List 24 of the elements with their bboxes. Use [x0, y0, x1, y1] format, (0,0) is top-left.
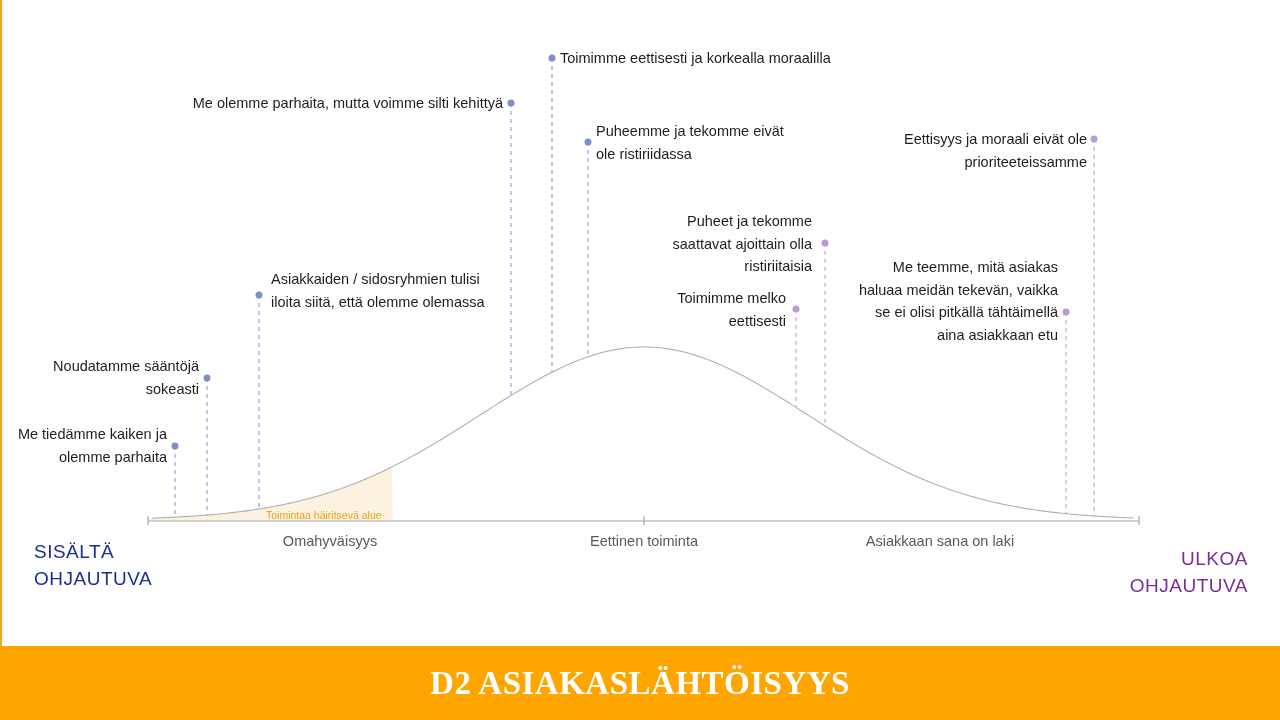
zone-label: Toimintaa häiritsevä alue — [266, 509, 382, 521]
axis-label: Eettinen toiminta — [590, 533, 698, 549]
statement-text: Puheet ja tekomme saattavat ajoittain olla ristiriitaisia — [642, 210, 812, 278]
leader-line — [203, 374, 211, 516]
scale-end-label: SISÄLTÄ OHJAUTUVA — [34, 540, 154, 591]
statement-text: Toimimme melko eettisesti — [636, 287, 786, 332]
leader-line — [792, 305, 800, 408]
statement-text: Toimimme eettisesti ja korkealla moraalilla — [560, 47, 900, 70]
statement-text: Me teemme, mitä asiakas haluaa meidän tekevän, vaikka se ei olisi pitkällä tähtäimellä aina asiakkaan etu — [858, 256, 1058, 346]
scale-end-label: ULKOA OHJAUTUVA — [1128, 547, 1248, 598]
axis-label: Omahyväisyys — [282, 533, 378, 549]
statement-text: Eettisyys ja moraali eivät ole prioriteeteissamme — [887, 128, 1087, 173]
statement-text: Me olemme parhaita, mutta voimme silti kehittyä — [158, 92, 503, 115]
statement-text: Asiakkaiden / sidosryhmien tulisi iloita siitä, että olemme olemassa — [271, 268, 503, 313]
leader-line — [507, 99, 515, 396]
leader-line — [1090, 135, 1098, 517]
slide-title: D2 ASIAKASLÄHTÖISYYS — [430, 664, 850, 702]
leader-line — [1062, 308, 1070, 515]
statement-text: Me tiedämme kaiken ja olemme parhaita — [7, 423, 167, 468]
statement-text: Puheemme ja tekomme eivät ole ristiriidassa — [596, 120, 796, 165]
leader-line — [548, 54, 556, 373]
leader-line — [255, 291, 263, 510]
axis-label: Asiakkaan sana on laki — [865, 533, 1015, 549]
statement-text: Noudatamme sääntöjä sokeasti — [39, 355, 199, 400]
